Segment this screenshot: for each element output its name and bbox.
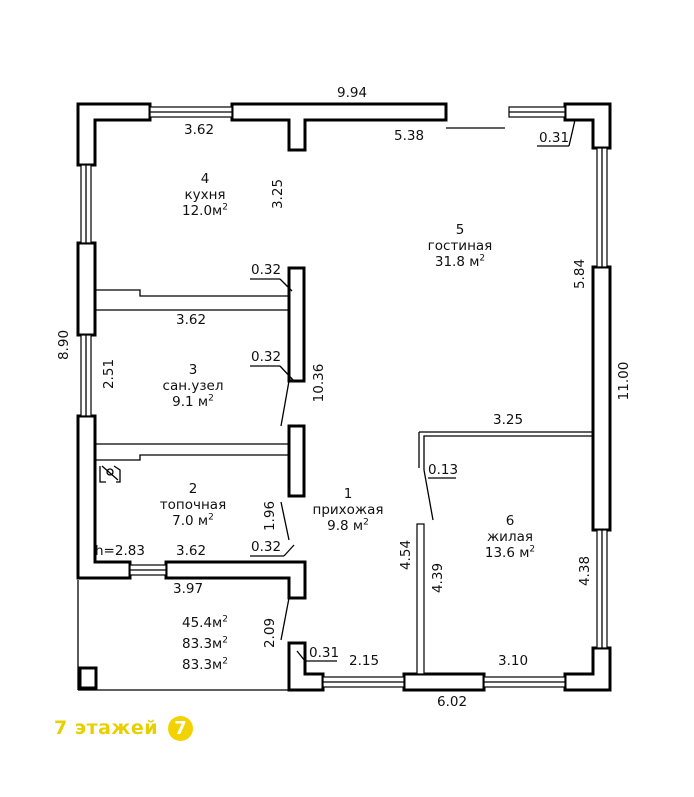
dim-living-depth: 4.39: [430, 562, 446, 594]
wall-left-upper: [76, 241, 97, 337]
room-name: топочная: [159, 497, 227, 513]
dim-bottom-living: 3.10: [498, 653, 529, 669]
room-kitchen: 4 кухня 12.0м2: [160, 171, 250, 219]
area-total: 83.3м2: [182, 635, 228, 652]
room-bathroom: 3 сан.узел 9.1 м2: [148, 362, 238, 410]
window-left-lower: [80, 334, 92, 417]
room-area: 9.8 м2: [327, 517, 369, 534]
room-name: гостиная: [427, 238, 493, 254]
watermark-text: 7 этажей: [54, 717, 159, 739]
dim-boiler-width: 3.62: [176, 543, 207, 559]
room-bedroom: 6 жилая 13.6 м2: [465, 513, 555, 561]
room-living: 5 гостиная 31.8 м2: [405, 222, 515, 270]
room-number: 3: [188, 362, 198, 378]
window-top-kitchen: [149, 106, 233, 118]
dim-bath-width: 3.62: [176, 312, 207, 328]
wall-bottom-left-hall: [287, 641, 325, 692]
dim-kitchen-width: 3.62: [184, 122, 215, 138]
room-number: 6: [505, 513, 515, 529]
dim-bath-depth: 2.51: [101, 358, 117, 390]
dim-right-upper: 5.84: [572, 258, 588, 290]
dim-bottom-hall: 2.15: [349, 653, 380, 669]
area-total: 83.3м2: [182, 656, 228, 673]
dim-partition-length: 10.36: [311, 363, 327, 403]
watermark-badge: 7: [168, 716, 193, 741]
partition-living: [419, 431, 594, 470]
room-name: жилая: [487, 529, 533, 545]
dim-wall-a: 0.32: [251, 262, 282, 278]
room-number: 2: [188, 481, 198, 497]
boiler-symbol: [99, 465, 121, 483]
dim-living-width: 3.25: [493, 412, 524, 428]
dim-porch-depth: 2.09: [262, 617, 278, 649]
ceiling-height: h=2.83: [95, 543, 145, 559]
partition-upper: [287, 266, 306, 383]
window-bottom-hall: [322, 676, 405, 688]
wall-top-right: [563, 102, 612, 150]
wall-top-middle: [230, 102, 448, 152]
dim-kitchen-depth: 3.25: [270, 178, 286, 210]
wall-right-middle: [591, 265, 612, 532]
dim-boiler-depth: 1.96: [262, 500, 278, 532]
dim-top-mid: 5.38: [394, 128, 425, 144]
area-totals: 45.4м2 83.3м2 83.3м2: [160, 613, 250, 676]
dim-right-lower: 4.38: [577, 555, 593, 587]
room-area: 13.6 м2: [484, 544, 536, 561]
room-area: 12.0м2: [182, 202, 228, 219]
dim-wall-c: 0.32: [251, 539, 282, 555]
room-number: 1: [343, 486, 353, 502]
room-area: 9.1 м2: [172, 393, 214, 410]
room-number: 5: [455, 222, 465, 238]
area-total: 45.4м2: [182, 614, 228, 631]
room-boiler: 2 топочная 7.0 м2: [148, 481, 238, 529]
room-area: 31.8 м2: [434, 253, 486, 270]
dim-left-total: 8.90: [56, 329, 72, 361]
dim-bottom-total: 6.02: [437, 694, 468, 710]
dim-right-total: 11.00: [616, 361, 632, 401]
room-area: 7.0 м2: [172, 512, 214, 529]
window-top-right: [508, 106, 566, 118]
room-name: прихожая: [312, 502, 384, 518]
partition-kitchen-bath: [95, 289, 289, 297]
room-name: кухня: [184, 187, 226, 203]
partition-hall-living: [416, 523, 425, 675]
window-bottom-boiler: [129, 564, 167, 576]
window-right-lower: [596, 529, 608, 649]
wall-bottom-right: [563, 646, 612, 692]
dim-wall-b: 0.32: [251, 349, 282, 365]
wall-left-lower: [76, 414, 132, 580]
partition-lower: [287, 424, 306, 498]
dim-bottom-left: 3.97: [173, 581, 204, 597]
dim-hall-depth: 4.54: [398, 539, 414, 571]
dim-top-total: 9.94: [337, 85, 368, 101]
dim-bottom-corner: 0.31: [309, 645, 340, 661]
room-number: 4: [200, 171, 210, 187]
window-left-upper: [80, 164, 92, 244]
window-bottom-living: [483, 676, 566, 688]
window-right-upper: [596, 147, 608, 268]
room-hallway: 1 прихожая 9.8 м2: [303, 486, 393, 534]
room-name: сан.узел: [162, 378, 224, 394]
wall-top-left: [76, 102, 152, 167]
dim-living-wall: 0.13: [428, 462, 459, 478]
dim-top-right-corner: 0.31: [539, 130, 570, 146]
wall-bottom-pier: [402, 672, 486, 692]
porch-post: [78, 666, 98, 690]
